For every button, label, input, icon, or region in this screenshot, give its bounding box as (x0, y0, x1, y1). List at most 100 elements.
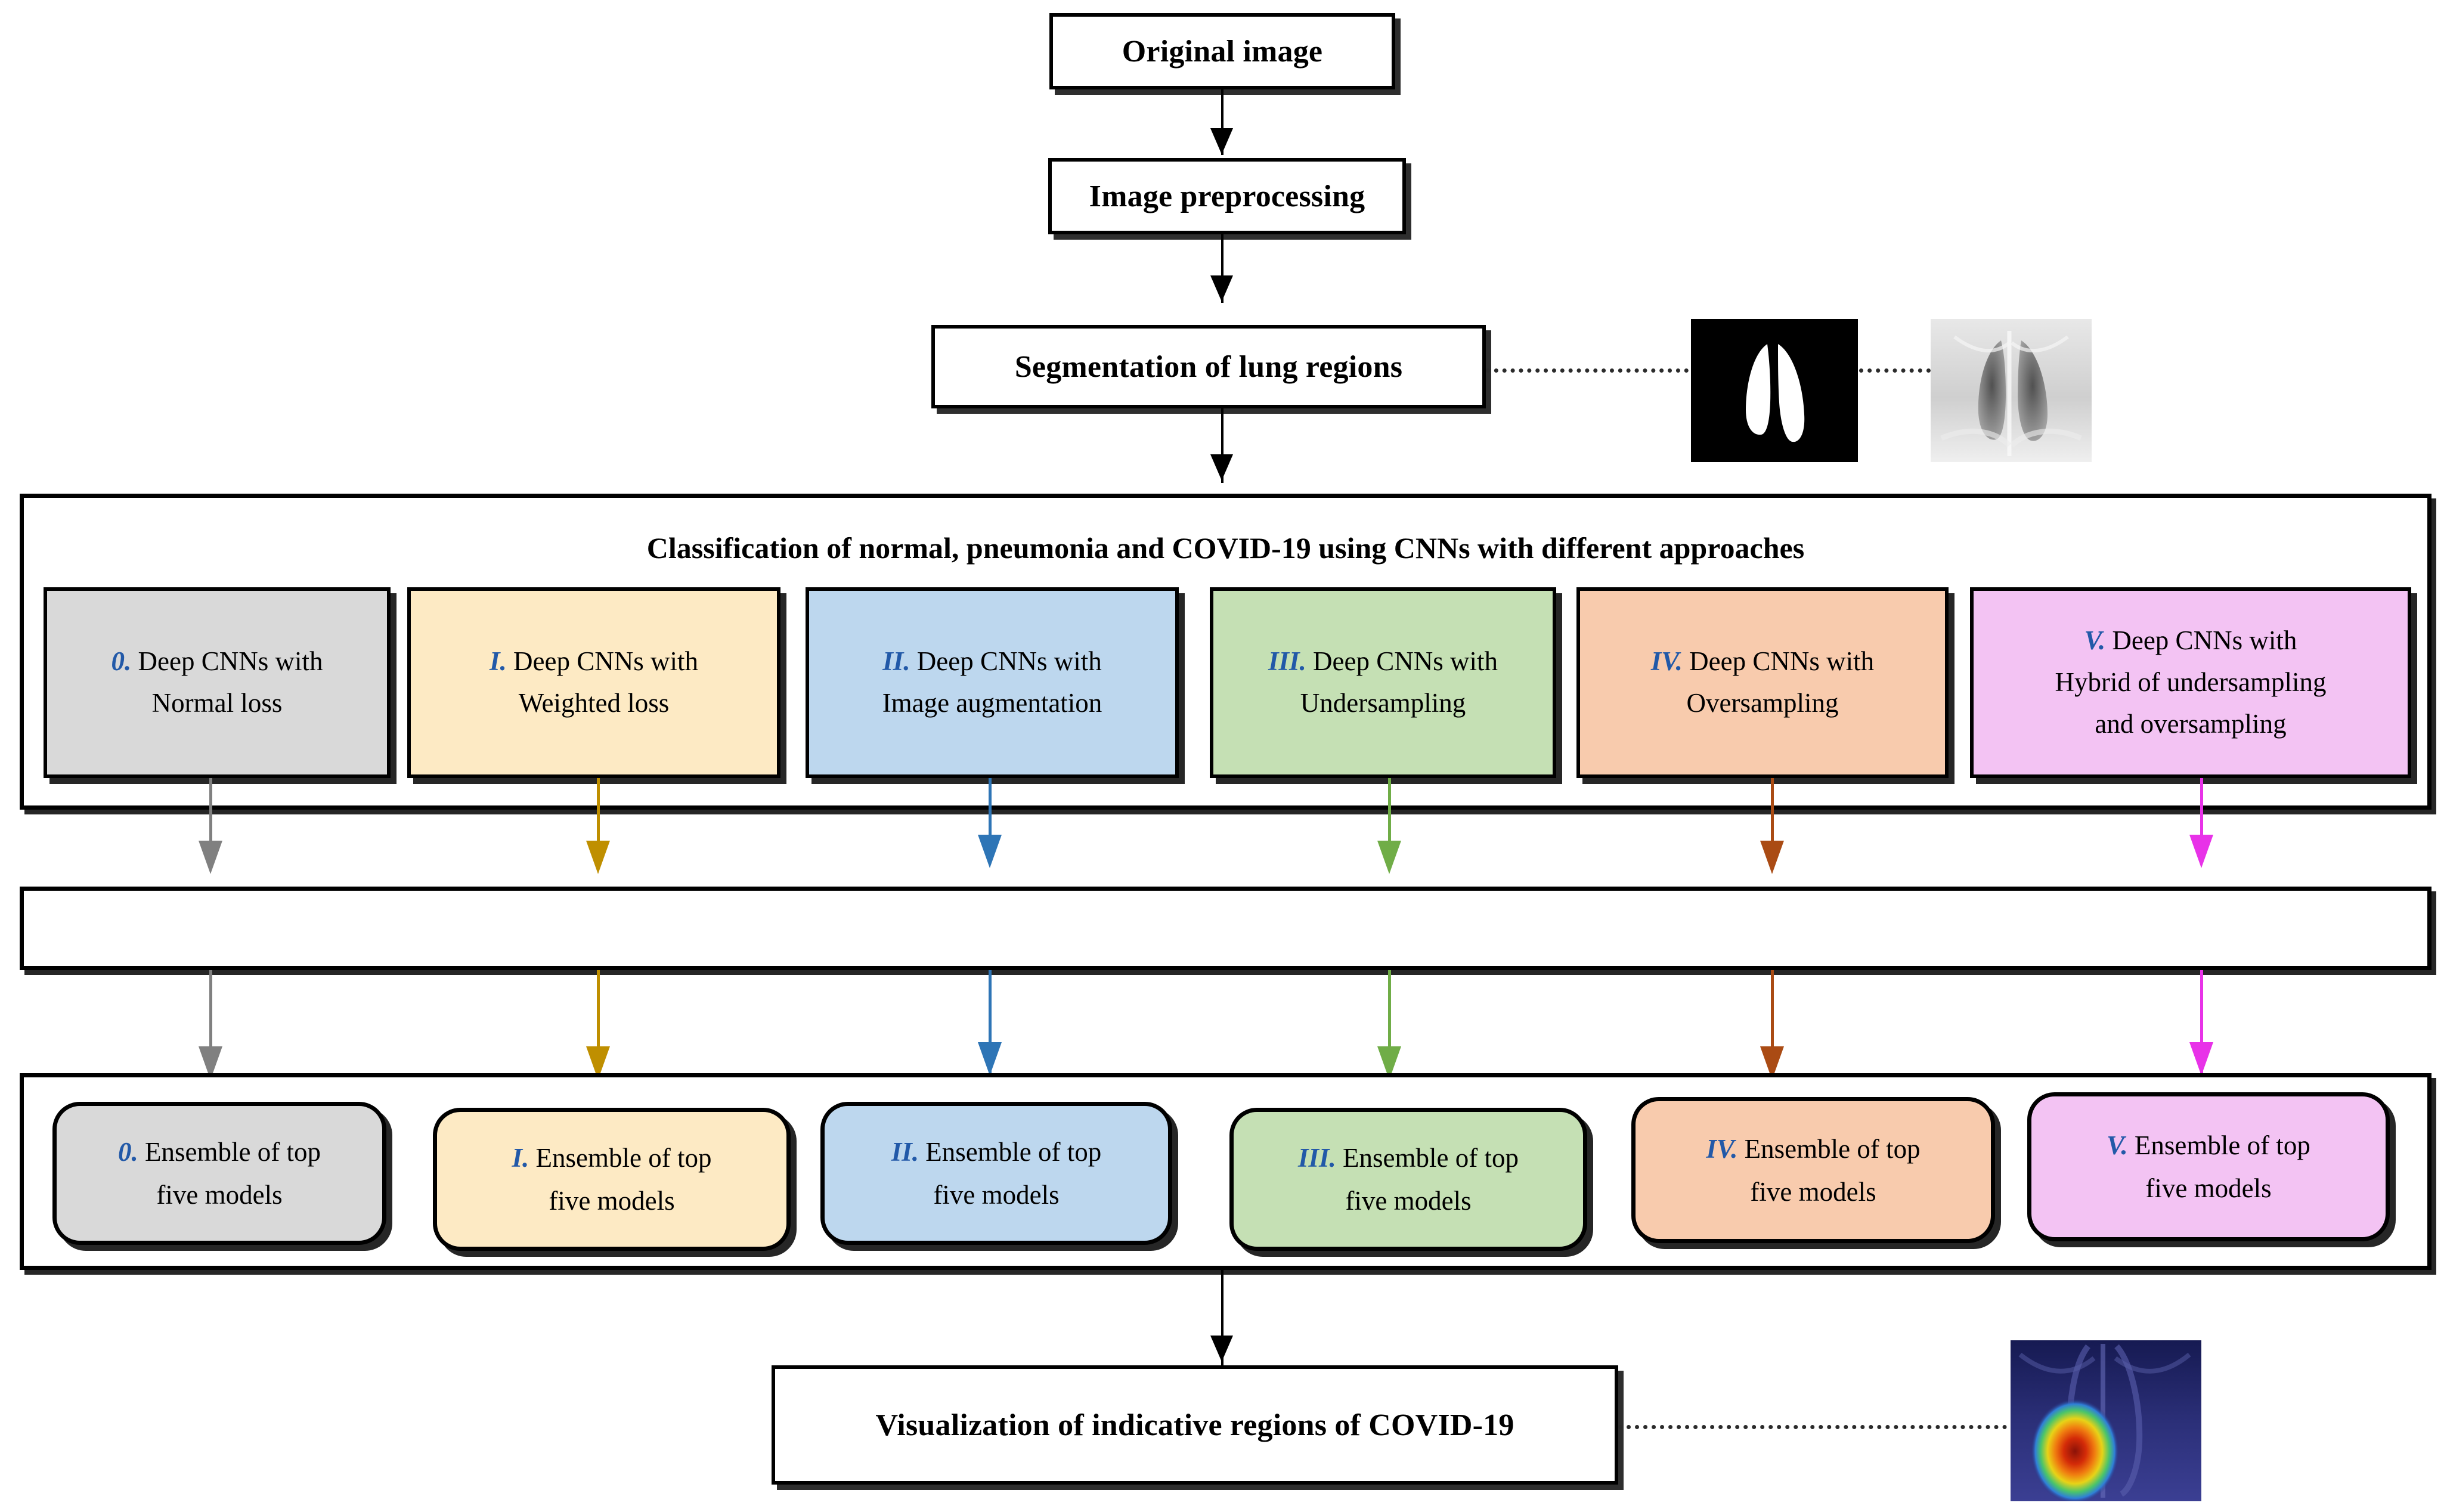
cnn-approach-0-numeral: 0. (111, 646, 138, 677)
arrow-line-band-to-ensemble1 (597, 970, 600, 1077)
node-segmentation-label: Segmentation of lung regions (1014, 349, 1403, 384)
node-image-preprocessing: Image preprocessing (1048, 158, 1406, 234)
ensemble-4-numeral: IV. (1706, 1133, 1745, 1164)
dotted-connector-visualization-to-heatmap (1618, 1425, 2015, 1429)
cnn-approach-4-numeral: IV. (1650, 646, 1690, 677)
arrow-head-segmentation-to-classification (1210, 454, 1233, 481)
middle-band-container (20, 887, 2431, 970)
ensemble-3-line2: five models (1345, 1186, 1472, 1216)
node-visualization-label: Visualization of indicative regions of C… (875, 1408, 1514, 1442)
arrow-line-segmentation-to-classification (1221, 408, 1224, 483)
ensemble-2-line1: Ensemble of top (925, 1137, 1102, 1167)
arrow-line-ensemble-to-visualization (1221, 1270, 1224, 1365)
dotted-connector-segmentation-to-mask (1486, 368, 1689, 373)
ensemble-4[interactable]: IV. Ensemble of top five models (1631, 1097, 1995, 1243)
arrow-line-band-to-ensemble4 (1771, 970, 1774, 1077)
cnn-approach-2-line1: Deep CNNs with (916, 646, 1102, 677)
cnn-approach-0[interactable]: 0. Deep CNNs with Normal loss (44, 587, 391, 778)
cnn-approach-1-numeral: I. (490, 646, 514, 677)
arrow-head-cnn1-to-band (586, 841, 610, 874)
ensemble-0-line1: Ensemble of top (145, 1137, 321, 1167)
ensemble-3-line1: Ensemble of top (1343, 1143, 1519, 1173)
cnn-approach-1-line1: Deep CNNs with (513, 646, 698, 677)
arrow-line-cnn0-to-band (209, 778, 212, 859)
chest-xray-image (1931, 319, 2092, 462)
cnn-approach-4[interactable]: IV. Deep CNNs with Oversampling (1576, 587, 1949, 778)
ensemble-3-numeral: III. (1298, 1143, 1343, 1173)
cnn-approach-2[interactable]: II. Deep CNNs with Image augmentation (806, 587, 1179, 778)
arrow-head-cnn2-to-band (978, 835, 1002, 868)
classification-header: Classification of normal, pneumonia and … (20, 531, 2431, 565)
heatmap-image (2011, 1340, 2201, 1501)
cnn-approach-3-label: III. Deep CNNs with Undersampling (1268, 641, 1498, 724)
arrow-head-band-to-ensemble2 (978, 1042, 1002, 1076)
arrow-line-band-to-ensemble0 (209, 970, 212, 1077)
arrow-head-cnn5-to-band (2189, 835, 2213, 868)
cnn-approach-1-line2: Weighted loss (518, 688, 670, 718)
ensemble-1-line2: five models (549, 1186, 675, 1216)
ensemble-3-label: III. Ensemble of top five models (1298, 1136, 1519, 1222)
ensemble-2-label: II. Ensemble of top five models (891, 1130, 1101, 1216)
ensemble-3[interactable]: III. Ensemble of top five models (1229, 1108, 1587, 1251)
ensemble-2[interactable]: II. Ensemble of top five models (820, 1102, 1172, 1245)
dotted-connector-mask-to-xray (1859, 368, 1931, 373)
cnn-approach-4-line1: Deep CNNs with (1689, 646, 1875, 677)
classification-header-label: Classification of normal, pneumonia and … (646, 531, 1805, 565)
ensemble-5-label: V. Ensemble of top five models (2107, 1124, 2310, 1210)
ensemble-5[interactable]: V. Ensemble of top five models (2027, 1092, 2390, 1241)
ensemble-1-numeral: I. (512, 1143, 536, 1173)
cnn-approach-5-numeral: V. (2084, 625, 2113, 656)
cnn-approach-5-line1: Deep CNNs with (2112, 625, 2297, 656)
cnn-approach-3-line1: Deep CNNs with (1313, 646, 1498, 677)
ensemble-4-label: IV. Ensemble of top five models (1706, 1127, 1920, 1213)
ensemble-0[interactable]: 0. Ensemble of top five models (52, 1102, 386, 1245)
lung-mask-icon (1691, 319, 1858, 462)
cnn-approach-5-line2: Hybrid of undersampling (2055, 667, 2327, 698)
arrow-line-preprocessing-to-segmentation (1221, 234, 1224, 303)
cnn-approach-0-line1: Deep CNNs with (138, 646, 323, 677)
ensemble-2-numeral: II. (891, 1137, 926, 1167)
cnn-approach-3[interactable]: III. Deep CNNs with Undersampling (1210, 587, 1556, 778)
arrow-head-cnn4-to-band (1760, 841, 1784, 874)
arrow-head-band-to-ensemble5 (2189, 1042, 2213, 1076)
heatmap-icon (2011, 1340, 2201, 1501)
cnn-approach-4-label: IV. Deep CNNs with Oversampling (1651, 641, 1874, 724)
ensemble-1-line1: Ensemble of top (535, 1143, 712, 1173)
arrow-head-ensemble-to-visualization (1210, 1336, 1233, 1362)
cnn-approach-5-line3: and oversampling (2095, 708, 2287, 739)
cnn-approach-5[interactable]: V. Deep CNNs with Hybrid of undersamplin… (1970, 587, 2411, 778)
lung-mask-image (1691, 319, 1858, 462)
cnn-approach-1[interactable]: I. Deep CNNs with Weighted loss (407, 587, 780, 778)
arrow-head-original-to-preprocessing (1210, 128, 1233, 154)
arrow-line-cnn1-to-band (597, 778, 600, 859)
arrow-head-cnn0-to-band (199, 841, 222, 874)
ensemble-2-line2: five models (933, 1180, 1060, 1210)
arrow-line-band-to-ensemble5 (2200, 970, 2203, 1077)
arrow-line-band-to-ensemble3 (1388, 970, 1391, 1077)
cnn-approach-3-numeral: III. (1268, 646, 1314, 677)
ensemble-5-numeral: V. (2107, 1130, 2135, 1160)
ensemble-1[interactable]: I. Ensemble of top five models (433, 1108, 791, 1251)
cnn-approach-3-line2: Undersampling (1300, 688, 1466, 718)
arrow-line-band-to-ensemble2 (989, 970, 992, 1077)
node-segmentation: Segmentation of lung regions (931, 325, 1486, 408)
ensemble-5-line1: Ensemble of top (2134, 1130, 2310, 1160)
ensemble-5-line2: five models (2145, 1173, 2272, 1203)
ensemble-4-line1: Ensemble of top (1744, 1133, 1921, 1164)
cnn-approach-1-label: I. Deep CNNs with Weighted loss (490, 641, 698, 724)
arrow-line-cnn3-to-band (1388, 778, 1391, 859)
cnn-approach-2-label: II. Deep CNNs with Image augmentation (882, 641, 1102, 724)
ensemble-1-label: I. Ensemble of top five models (512, 1136, 712, 1222)
node-original-image: Original image (1049, 13, 1395, 89)
arrow-line-original-to-preprocessing (1221, 89, 1224, 155)
cnn-approach-2-line2: Image augmentation (882, 688, 1102, 718)
arrow-head-cnn3-to-band (1377, 841, 1401, 874)
arrow-line-cnn2-to-band (989, 778, 992, 859)
ensemble-0-line2: five models (156, 1180, 283, 1210)
node-original-image-label: Original image (1122, 34, 1323, 69)
ensemble-0-numeral: 0. (118, 1137, 145, 1167)
cnn-approach-2-numeral: II. (882, 646, 917, 677)
cnn-approach-5-label: V. Deep CNNs with Hybrid of undersamplin… (2055, 620, 2327, 745)
arrow-head-preprocessing-to-segmentation (1210, 275, 1233, 302)
